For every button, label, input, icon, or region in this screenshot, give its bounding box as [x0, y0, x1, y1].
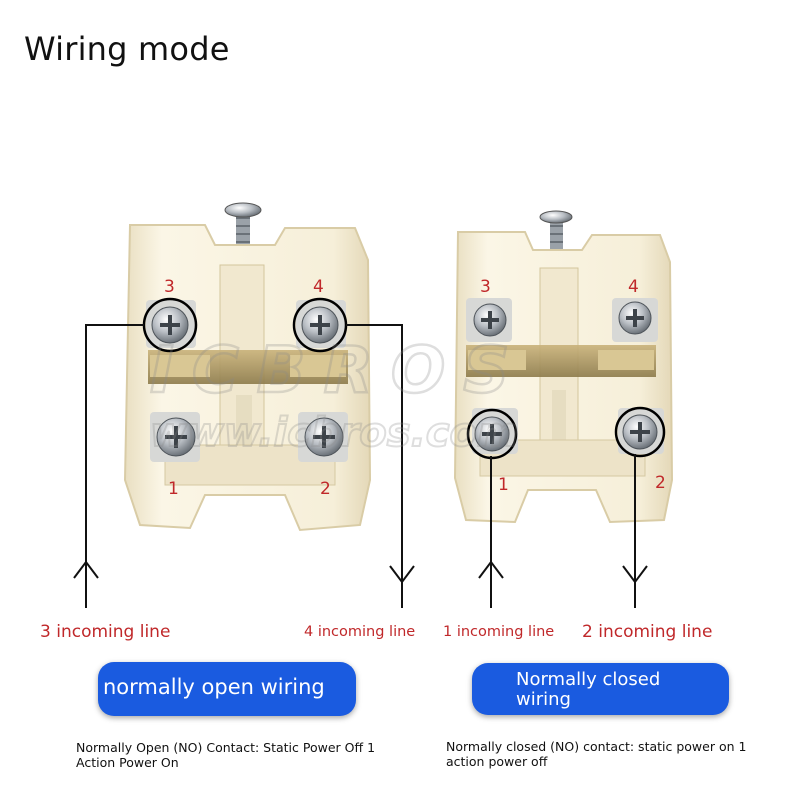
arrow-down-4: [389, 565, 415, 584]
terminal-screw-2: [304, 417, 344, 457]
label-4-incoming: 4 incoming line: [304, 624, 416, 640]
normally-closed-wiring-badge: Normally closed wiring: [472, 663, 729, 715]
normally-open-description-line2: Action Power On: [76, 755, 179, 770]
switch-normally-open: 3 4 1 2: [73, 202, 415, 608]
terminal-screw-3: [151, 306, 189, 344]
terminal-number-3: 3: [480, 277, 491, 297]
terminal-number-2: 2: [655, 473, 666, 493]
terminal-number-1: 1: [168, 479, 179, 499]
label-3-incoming: 3 incoming line: [40, 622, 171, 642]
arrow-down-2: [622, 565, 648, 584]
terminal-number-2: 2: [320, 479, 331, 499]
normally-open-description: Normally Open (NO) Contact: Static Power…: [76, 740, 375, 770]
switch-normally-closed: 3 4 1 2: [453, 210, 674, 608]
wire-4: [346, 324, 403, 608]
terminal-screw-3: [473, 303, 507, 337]
normally-closed-wiring-label-line2: wiring: [516, 689, 571, 710]
arrow-up-3: [73, 560, 99, 579]
label-1-incoming: 1 incoming line: [443, 624, 555, 640]
watermark: ICBROS www.icbros.com: [149, 333, 527, 457]
label-2-incoming: 2 incoming line: [582, 622, 713, 642]
terminal-number-1: 1: [498, 475, 509, 495]
terminal-number-4: 4: [313, 277, 324, 297]
highlight-ring-2: [614, 406, 666, 458]
arrow-up-1: [478, 560, 504, 579]
terminal-screw-2: [622, 414, 658, 450]
terminal-number-4: 4: [628, 277, 639, 297]
wire-3: [85, 324, 144, 608]
page-title: Wiring mode: [24, 30, 230, 68]
terminal-screw-4: [618, 301, 652, 335]
terminal-number-3: 3: [164, 277, 175, 297]
normally-closed-wiring-label-line1: Normally closed: [516, 669, 661, 690]
terminal-screw-1: [156, 417, 196, 457]
normally-open-description-line1: Normally Open (NO) Contact: Static Power…: [76, 740, 376, 755]
normally-open-wiring-badge: normally open wiring: [98, 662, 356, 716]
normally-closed-description-line2: action power off: [446, 754, 548, 769]
terminal-screw-4: [301, 306, 339, 344]
terminal-screw-1: [474, 416, 510, 452]
normally-open-wiring-label: normally open wiring: [103, 675, 325, 699]
watermark-url: www.icbros.com: [150, 410, 519, 456]
watermark-brand: ICBROS: [150, 334, 527, 408]
normally-closed-description: Normally closed (NO) contact: static pow…: [446, 739, 746, 769]
normally-closed-description-line1: Normally closed (NO) contact: static pow…: [446, 739, 747, 754]
